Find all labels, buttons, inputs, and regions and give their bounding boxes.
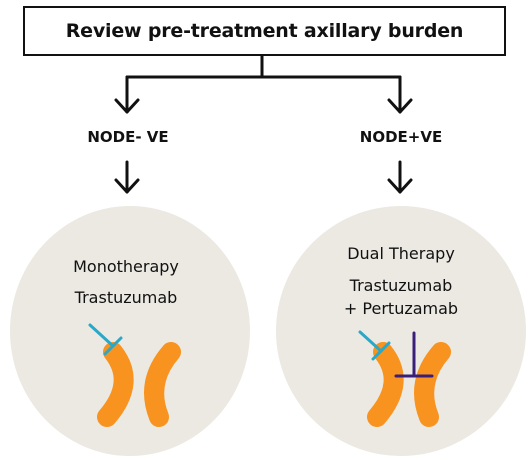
left-receptor-arm-b [144,342,181,427]
monotherapy-label: Monotherapy [73,257,179,276]
left-trastuzumab-label: Trastuzumab [74,288,178,307]
left-arrowhead-top [114,98,140,114]
node-positive-label: NODE+VE [359,128,443,146]
left-trastuzumab-tip [103,336,123,356]
right-trastuzumab-antibody [358,330,383,353]
right-trastuzumab-tip [371,341,391,361]
monotherapy-circle [10,206,250,456]
dual-therapy-label: Dual Therapy [347,244,455,263]
right-arrowhead-top [387,98,413,114]
right-trastuzumab-label: Trastuzumab [349,276,453,295]
node-negative-label: NODE- VE [87,128,169,146]
left-trastuzumab-antibody [88,323,115,348]
dual-therapy-circle [276,206,526,456]
right-arrowhead-bottom [387,178,413,194]
left-arrowhead-bottom [114,178,140,194]
title-box: Review pre-treatment axillary burden [23,6,506,56]
pertuzamab-label: + Pertuzamab [343,299,459,318]
right-receptor-arm-b [414,342,451,427]
right-receptor-arm-a [367,342,404,427]
left-receptor-arm-a [97,342,134,427]
diagram-title: Review pre-treatment axillary burden [65,20,464,42]
